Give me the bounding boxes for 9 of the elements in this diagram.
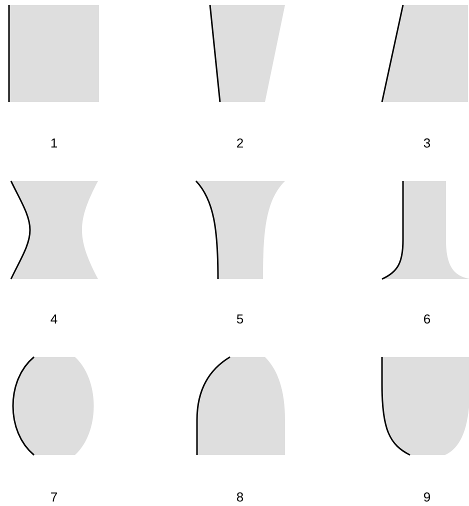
figure-number: 6 [424,314,430,324]
figure-number: 3 [424,138,430,148]
figure-number: 7 [51,492,57,502]
figure-number: 8 [236,492,244,502]
figure-number: 9 [424,492,430,502]
figure-number: 5 [236,314,244,324]
figure-number: 2 [237,138,243,148]
figure-number: 4 [50,314,58,324]
figure-number: 1 [51,138,57,148]
